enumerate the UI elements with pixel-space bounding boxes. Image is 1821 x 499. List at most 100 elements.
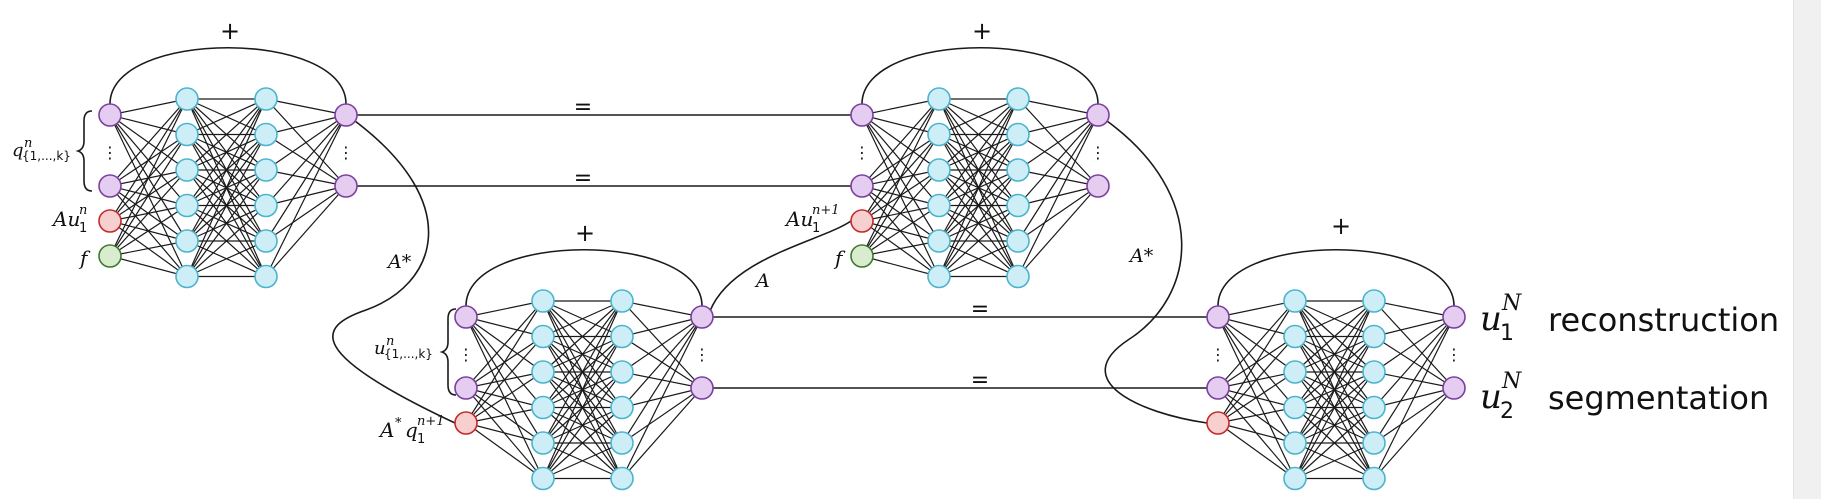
network-edge xyxy=(109,98,188,187)
network-edge xyxy=(109,169,188,257)
q-label: q xyxy=(12,140,24,161)
hidden-node xyxy=(1362,289,1386,313)
au-n1-sub: 1 xyxy=(812,221,820,236)
residual-arc xyxy=(465,248,703,307)
output-node xyxy=(1086,174,1110,198)
block-connections xyxy=(109,46,1455,424)
input-node xyxy=(98,103,122,127)
output-node xyxy=(334,103,358,127)
network-edge xyxy=(465,300,544,424)
output-node xyxy=(690,376,714,400)
network-edge xyxy=(861,204,940,257)
output-u2-label: u xyxy=(1480,377,1502,417)
network-edge xyxy=(621,300,703,318)
network-edge xyxy=(938,240,1019,278)
network-edge xyxy=(621,316,703,479)
network-edge xyxy=(186,98,267,171)
network-edge xyxy=(1294,336,1375,479)
network-edge xyxy=(1373,316,1455,408)
hidden-node xyxy=(1283,395,1307,420)
network-edge xyxy=(1373,316,1455,338)
vdots-b3-in: ⋮ xyxy=(458,345,474,364)
network-edge xyxy=(1373,387,1455,444)
hidden-node xyxy=(175,87,199,111)
residual-arc xyxy=(109,46,347,105)
network-edge xyxy=(938,98,1019,171)
network-edge xyxy=(621,387,703,444)
hidden-node xyxy=(610,289,634,313)
network-edge xyxy=(1373,316,1455,373)
hidden-node xyxy=(254,229,278,253)
network-edge xyxy=(1017,185,1099,277)
output-u1-sub: 1 xyxy=(1500,321,1514,346)
a-label: A xyxy=(754,270,770,292)
astar-label-2: A* xyxy=(1128,245,1154,267)
network-edge xyxy=(186,98,267,136)
network-edge xyxy=(542,442,623,480)
hidden-node xyxy=(1006,229,1030,253)
au-n1-sup: n+1 xyxy=(812,203,840,218)
output-node xyxy=(1442,305,1466,329)
astar-link-1 xyxy=(332,120,456,424)
network-edge xyxy=(938,98,1019,277)
scrollbar[interactable] xyxy=(1793,0,1821,499)
hidden-node xyxy=(610,360,634,384)
u-label: u xyxy=(374,338,386,359)
hidden-node xyxy=(927,158,951,182)
network-edge xyxy=(265,185,347,242)
network-edge xyxy=(1373,316,1455,479)
network-edge xyxy=(109,98,188,257)
network-edge xyxy=(621,316,703,373)
output-node xyxy=(1086,103,1110,127)
q-label-sup: n xyxy=(24,136,32,151)
hidden-node xyxy=(610,395,634,420)
astar-q-star: * xyxy=(395,416,402,431)
data-input-node xyxy=(1206,411,1230,435)
vdots-b2-out: ⋮ xyxy=(1090,143,1106,162)
hidden-node xyxy=(175,264,199,289)
network-edge xyxy=(186,134,267,277)
residual-arc xyxy=(1217,248,1455,307)
network-edge xyxy=(109,240,188,257)
network-edge xyxy=(1294,300,1375,373)
network-edge xyxy=(621,387,703,479)
au-n-sup: n xyxy=(79,203,87,218)
input-node xyxy=(454,376,478,400)
network-edge xyxy=(938,98,1019,206)
network-edge xyxy=(1294,371,1375,479)
source-input-node xyxy=(98,244,122,268)
network-edge xyxy=(465,316,544,338)
vdots-b1-out: ⋮ xyxy=(338,143,354,162)
network-edge xyxy=(938,134,1019,277)
input-node xyxy=(1206,305,1230,329)
network-edge xyxy=(1217,300,1296,318)
input-node xyxy=(98,174,122,198)
hidden-node xyxy=(254,264,278,289)
network-edge xyxy=(1017,114,1099,277)
network-edge xyxy=(1294,300,1375,338)
network-edge xyxy=(938,98,1019,242)
vdots-b3-out: ⋮ xyxy=(694,345,710,364)
network-edge xyxy=(621,316,703,338)
q-label-sub: {1,...,k} xyxy=(22,149,71,163)
data-input-node xyxy=(454,411,478,435)
network-edge xyxy=(109,114,188,136)
hidden-node xyxy=(1362,324,1386,349)
plus-symbol-block2: + xyxy=(972,17,992,45)
network-edge xyxy=(1217,406,1296,424)
network-edge xyxy=(265,98,347,116)
plus-symbol-block1: + xyxy=(220,17,240,45)
hidden-node xyxy=(1283,431,1307,455)
network-edge xyxy=(465,422,544,444)
hidden-node xyxy=(531,431,555,455)
network-edge xyxy=(861,98,940,187)
network-edges xyxy=(109,98,1455,480)
network-edge xyxy=(621,316,703,444)
hidden-node xyxy=(254,122,278,147)
plus-symbol-block4: + xyxy=(1331,212,1351,240)
network-edge xyxy=(186,169,267,277)
hidden-node xyxy=(610,431,634,455)
network-edge xyxy=(1217,422,1296,444)
au-n-label: Au xyxy=(51,207,80,231)
hidden-node xyxy=(531,466,555,491)
